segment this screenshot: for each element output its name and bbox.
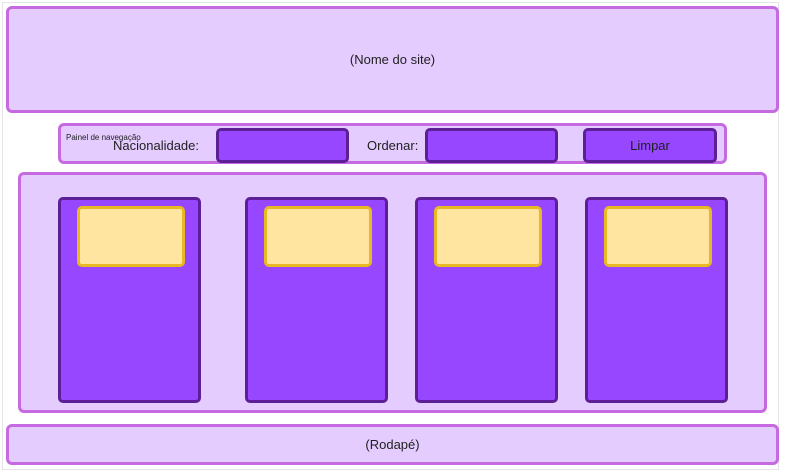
content-area [18,172,767,413]
card-image [434,206,542,267]
card[interactable] [245,197,388,403]
page-outline [2,2,779,470]
card[interactable] [415,197,558,403]
card-image [604,206,712,267]
navigation-panel-caption: Painel de navegação [66,133,141,142]
footer-label: (Rodapé) [365,437,420,452]
navigation-panel: Painel de navegação Nacionalidade: Orden… [58,123,727,164]
sort-select[interactable] [425,128,558,163]
nationality-label: Nacionalidade: [113,138,200,153]
site-header: (Nome do site) [6,6,779,113]
card-image [264,206,372,267]
clear-button[interactable]: Limpar [583,128,717,163]
nationality-select[interactable] [216,128,349,163]
sort-label: Ordenar: [367,138,419,153]
card[interactable] [58,197,201,403]
card[interactable] [585,197,728,403]
card-image [77,206,185,267]
site-name: (Nome do site) [349,52,436,67]
site-footer: (Rodapé) [6,424,779,465]
